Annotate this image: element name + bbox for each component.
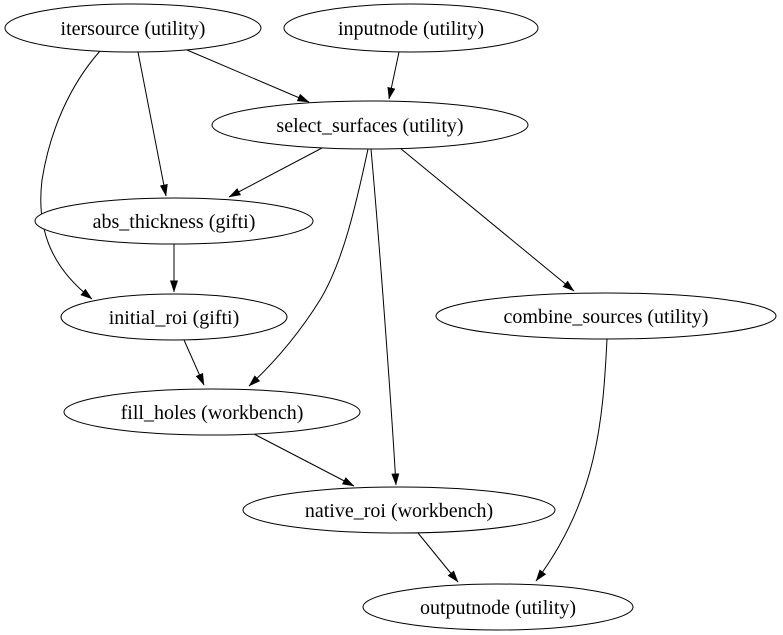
node-label-abs_thickness: abs_thickness (gifti) — [93, 211, 256, 233]
node-combine_sources: combine_sources (utility) — [435, 292, 777, 340]
node-abs_thickness: abs_thickness (gifti) — [34, 197, 314, 245]
node-label-native_roi: native_roi (workbench) — [305, 500, 493, 522]
edge-itersource-to-select_surfaces — [186, 49, 310, 103]
node-label-initial_roi: initial_roi (gifti) — [109, 307, 240, 329]
node-ellipse-inputnode — [283, 3, 539, 53]
edge-fill_holes-to-native_roi — [253, 433, 355, 487]
edge-combine_sources-to-outputnode — [535, 338, 608, 582]
edge-itersource-to-abs_thickness — [137, 51, 168, 197]
edge-select_surfaces-to-fill_holes — [248, 148, 369, 387]
edge-initial_roi-to-fill_holes — [183, 339, 205, 386]
node-initial_roi: initial_roi (gifti) — [60, 293, 288, 341]
node-ellipse-abs_thickness — [34, 197, 314, 245]
node-ellipse-native_roi — [242, 486, 556, 534]
node-label-fill_holes: fill_holes (workbench) — [121, 402, 304, 424]
node-select_surfaces: select_surfaces (utility) — [211, 100, 529, 150]
node-fill_holes: fill_holes (workbench) — [63, 388, 361, 436]
node-label-outputnode: outputnode (utility) — [420, 597, 576, 619]
node-ellipse-initial_roi — [60, 293, 288, 341]
edge-itersource-to-initial_roi — [40, 50, 101, 300]
node-native_roi: native_roi (workbench) — [242, 486, 556, 534]
node-inputnode: inputnode (utility) — [283, 3, 539, 53]
edge-select_surfaces-to-abs_thickness — [228, 147, 323, 198]
node-ellipse-itersource — [4, 3, 262, 53]
edge-select_surfaces-to-combine_sources — [399, 147, 575, 292]
node-outputnode: outputnode (utility) — [362, 583, 634, 631]
node-ellipse-fill_holes — [63, 388, 361, 436]
node-label-inputnode: inputnode (utility) — [338, 18, 484, 40]
node-itersource: itersource (utility) — [4, 3, 262, 53]
node-ellipse-outputnode — [362, 583, 634, 631]
edge-native_roi-to-outputnode — [417, 532, 459, 583]
edge-select_surfaces-to-native_roi — [370, 148, 400, 486]
node-label-select_surfaces: select_surfaces (utility) — [276, 115, 463, 137]
node-label-combine_sources: combine_sources (utility) — [504, 306, 709, 328]
node-ellipse-combine_sources — [435, 292, 777, 340]
node-label-itersource: itersource (utility) — [61, 18, 206, 40]
edge-inputnode-to-select_surfaces — [387, 51, 400, 100]
node-ellipse-select_surfaces — [211, 100, 529, 150]
